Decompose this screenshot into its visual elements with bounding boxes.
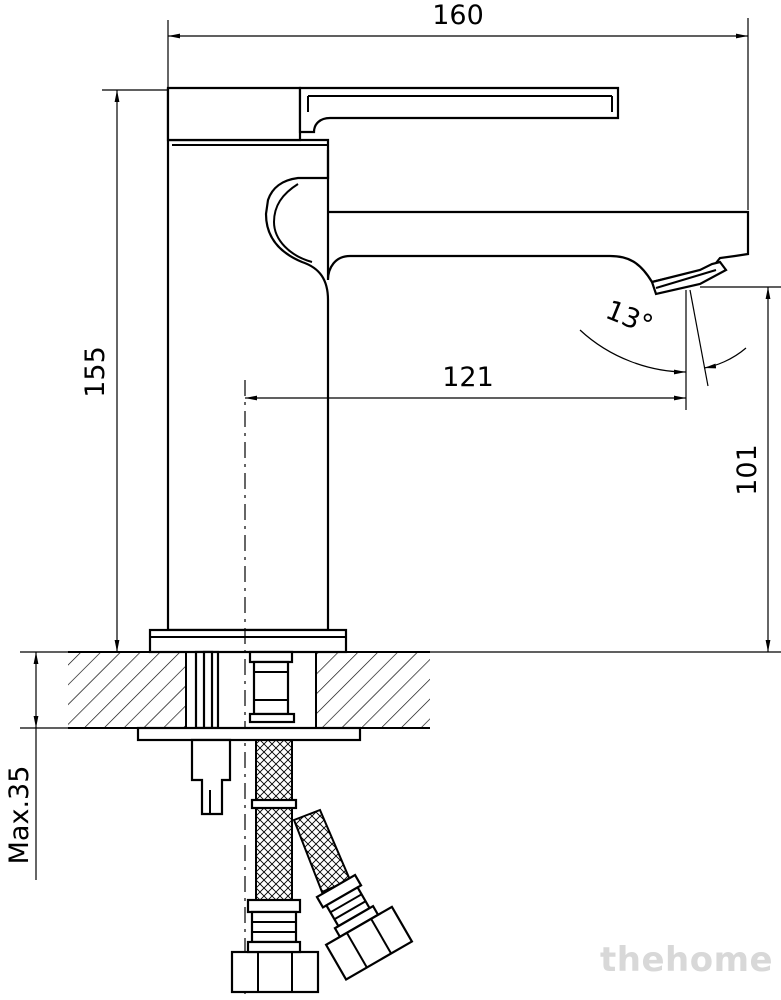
height-label: 155 [80,346,111,398]
reach-dimension: 121 [244,290,687,1000]
reach-label: 121 [442,362,494,393]
max-thickness-label: Max.35 [4,766,35,865]
width-label: 160 [432,0,484,31]
max-thickness-dimension: Max.35 [4,651,68,880]
angle-dimension: 13° [579,289,747,387]
faucet-body [148,86,750,654]
spout-height-label: 101 [732,444,763,496]
supply-hoses [230,650,414,994]
countertop-section [68,651,430,729]
watermark: thehome [600,940,774,980]
angle-label: 13° [601,295,657,342]
height-dimension: 155 [80,89,320,653]
mounting-hardware [136,650,362,816]
width-dimension: 160 [167,0,749,210]
spout-height-dimension: 101 [430,286,781,653]
